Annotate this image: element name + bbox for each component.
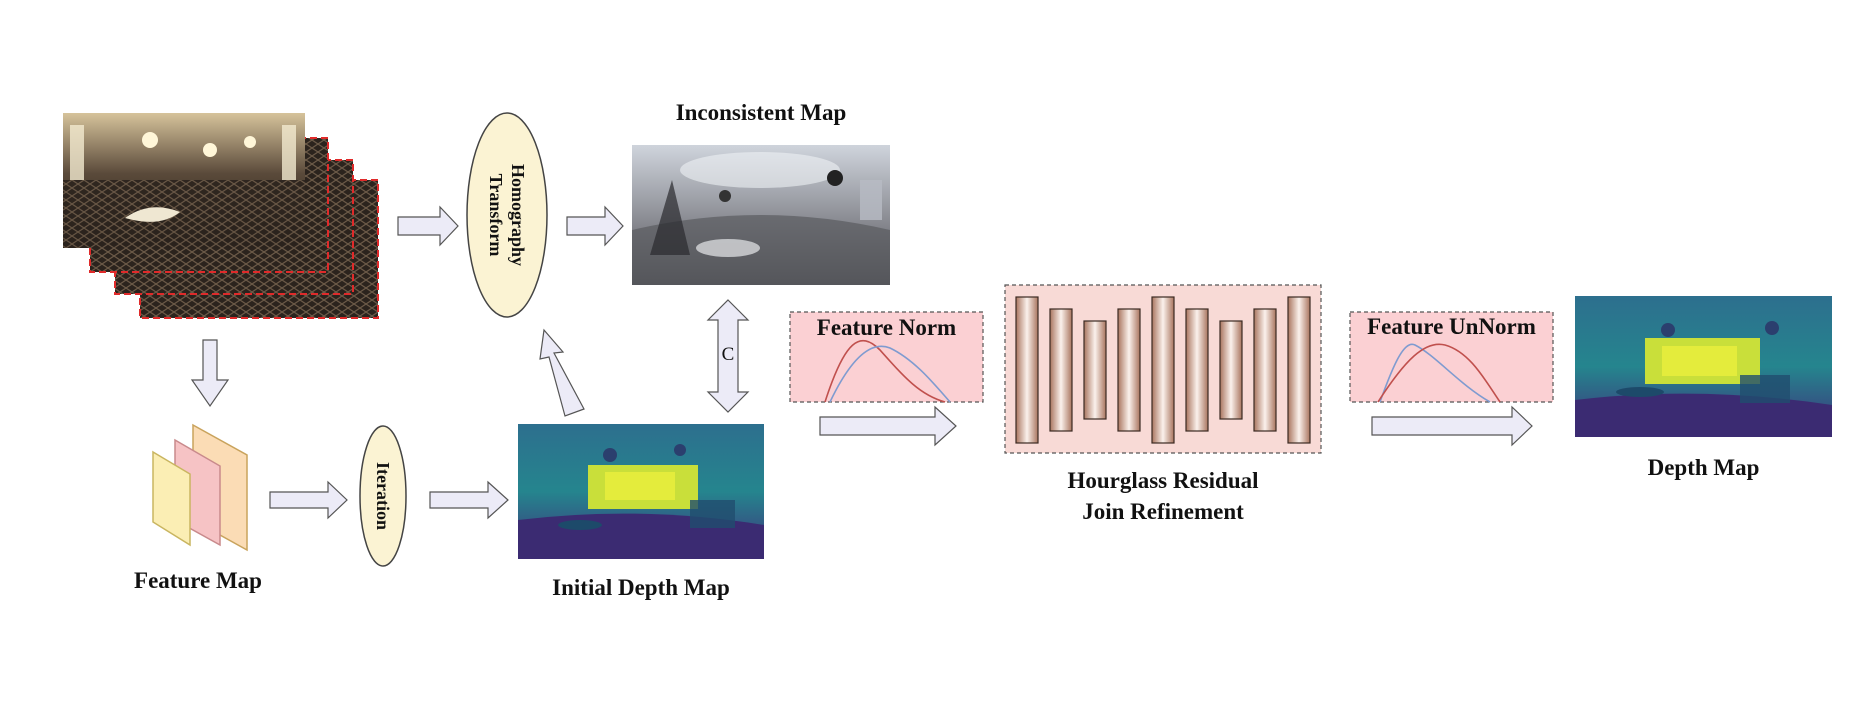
arrow-to-depth-map <box>1371 405 1533 447</box>
arrow-to-iteration <box>269 480 348 520</box>
arrow-to-initial-depth <box>429 480 509 520</box>
initial-depth-map-label: Initial Depth Map <box>552 575 730 600</box>
homography-transform-node <box>466 112 548 318</box>
arrow-to-inconsistent-map <box>566 205 624 247</box>
feature-unnorm-red-curve <box>1377 343 1501 403</box>
feature-norm-label: Feature Norm <box>816 315 957 340</box>
input-images-stack-icon <box>63 113 379 319</box>
depth-map-label: Depth Map <box>1647 455 1760 480</box>
initial-depth-map-image <box>518 424 764 559</box>
concat-label: C <box>721 344 735 365</box>
feature-map-planes-icon <box>152 423 248 552</box>
hourglass-label-line2: Join Refinement <box>1082 499 1244 524</box>
homography-label-line1: Homography <box>508 163 528 267</box>
inconsistent-map-image <box>632 145 890 285</box>
feature-unnorm-label: Feature UnNorm <box>1367 314 1536 339</box>
iteration-node <box>359 425 407 567</box>
feature-norm-red-curve <box>824 339 946 403</box>
homography-label-line2: Transform <box>486 173 506 257</box>
feature-norm-blue-curve <box>829 345 951 403</box>
feature-unnorm-box <box>1349 311 1554 403</box>
room-photo <box>63 113 305 248</box>
arrow-to-feature-map <box>190 339 230 408</box>
feature-unnorm-blue-curve <box>1379 343 1491 403</box>
hourglass-label-line1: Hourglass Residual <box>1067 468 1259 493</box>
depth-map-image <box>1575 296 1832 437</box>
iteration-label: Iteration <box>373 462 393 530</box>
inconsistent-map-label: Inconsistent Map <box>675 100 847 125</box>
concat-double-arrow <box>706 299 750 413</box>
feature-map-label: Feature Map <box>134 568 262 593</box>
hourglass-bars <box>1015 296 1311 444</box>
arrow-to-homography <box>397 205 459 247</box>
arrow-to-hourglass <box>819 405 957 447</box>
arrow-back-to-homography <box>539 328 585 417</box>
